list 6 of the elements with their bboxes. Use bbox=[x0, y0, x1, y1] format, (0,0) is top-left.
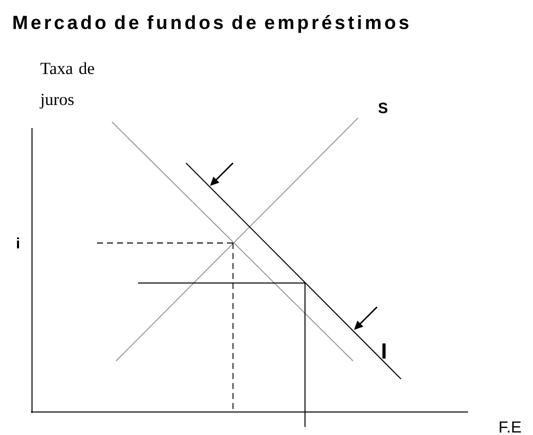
curve-label: S bbox=[378, 102, 388, 114]
title: Mercado de fundos de empréstimos bbox=[13, 15, 408, 33]
curve-label: I bbox=[382, 343, 386, 359]
axis-label: F.E bbox=[500, 421, 521, 432]
axis-label: i bbox=[16, 238, 20, 248]
axis-label: Taxa de juros bbox=[40, 62, 94, 109]
